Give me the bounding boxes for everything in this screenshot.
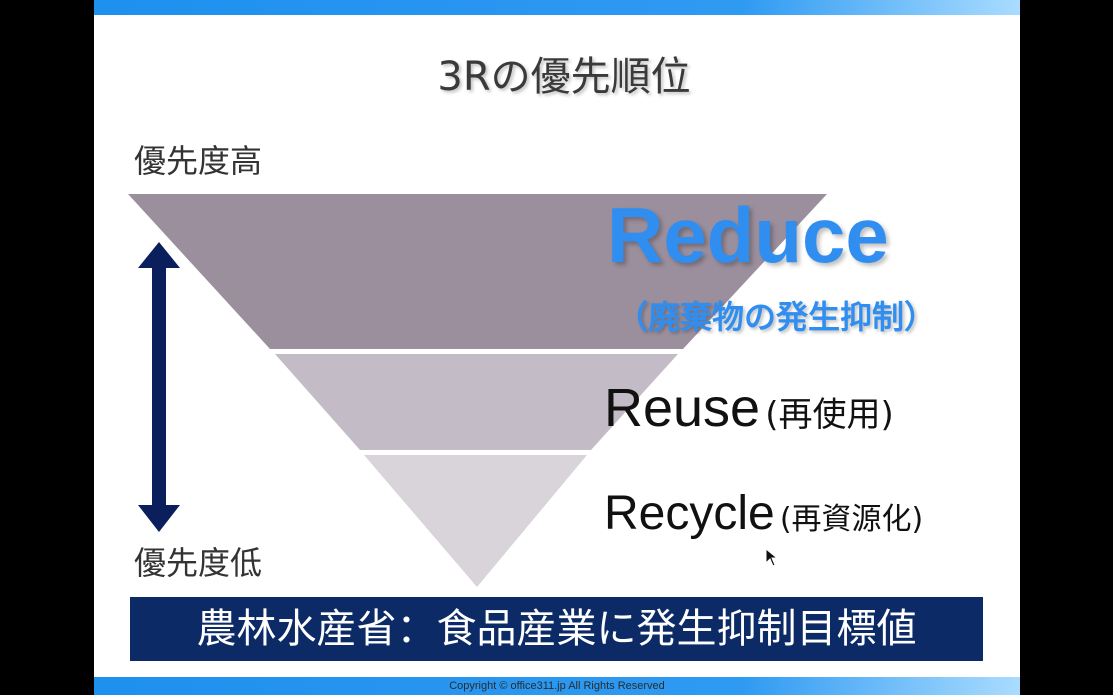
priority-high-label: 優先度高 [134,142,263,180]
priority-low-label: 優先度低 [134,544,263,582]
reduce-description: （廃棄物の発生抑制） [616,298,937,336]
bottom-accent-bar [94,677,1020,695]
reuse-heading: Reuse (再使用) [604,377,894,439]
pyramid-tier-reuse [275,354,678,450]
copyright-text: Copyright © office311.jp All Rights Rese… [449,680,665,692]
recycle-label: Recycle [604,487,775,540]
mouse-cursor-icon [765,548,779,567]
top-accent-bar [94,0,1020,15]
slide: 3Rの優先順位 優先度高 優先度低 Reduce （廃棄物の発生抑制） Reus… [94,0,1020,695]
recycle-heading: Recycle (再資源化) [604,486,923,541]
reuse-label: Reuse [604,378,761,438]
reduce-heading: Reduce [607,191,889,279]
slide-title: 3Rの優先順位 [437,54,691,100]
pyramid-tier-reduce [128,194,827,349]
reuse-description: (再使用) [765,395,894,435]
recycle-description: (再資源化) [779,502,924,537]
maff-banner: 農林水産省：食品産業に発生抑制目標値 [130,597,983,661]
pyramid-tier-recycle [364,455,587,587]
priority-arrow-icon [138,242,180,532]
priority-pyramid [128,194,827,587]
